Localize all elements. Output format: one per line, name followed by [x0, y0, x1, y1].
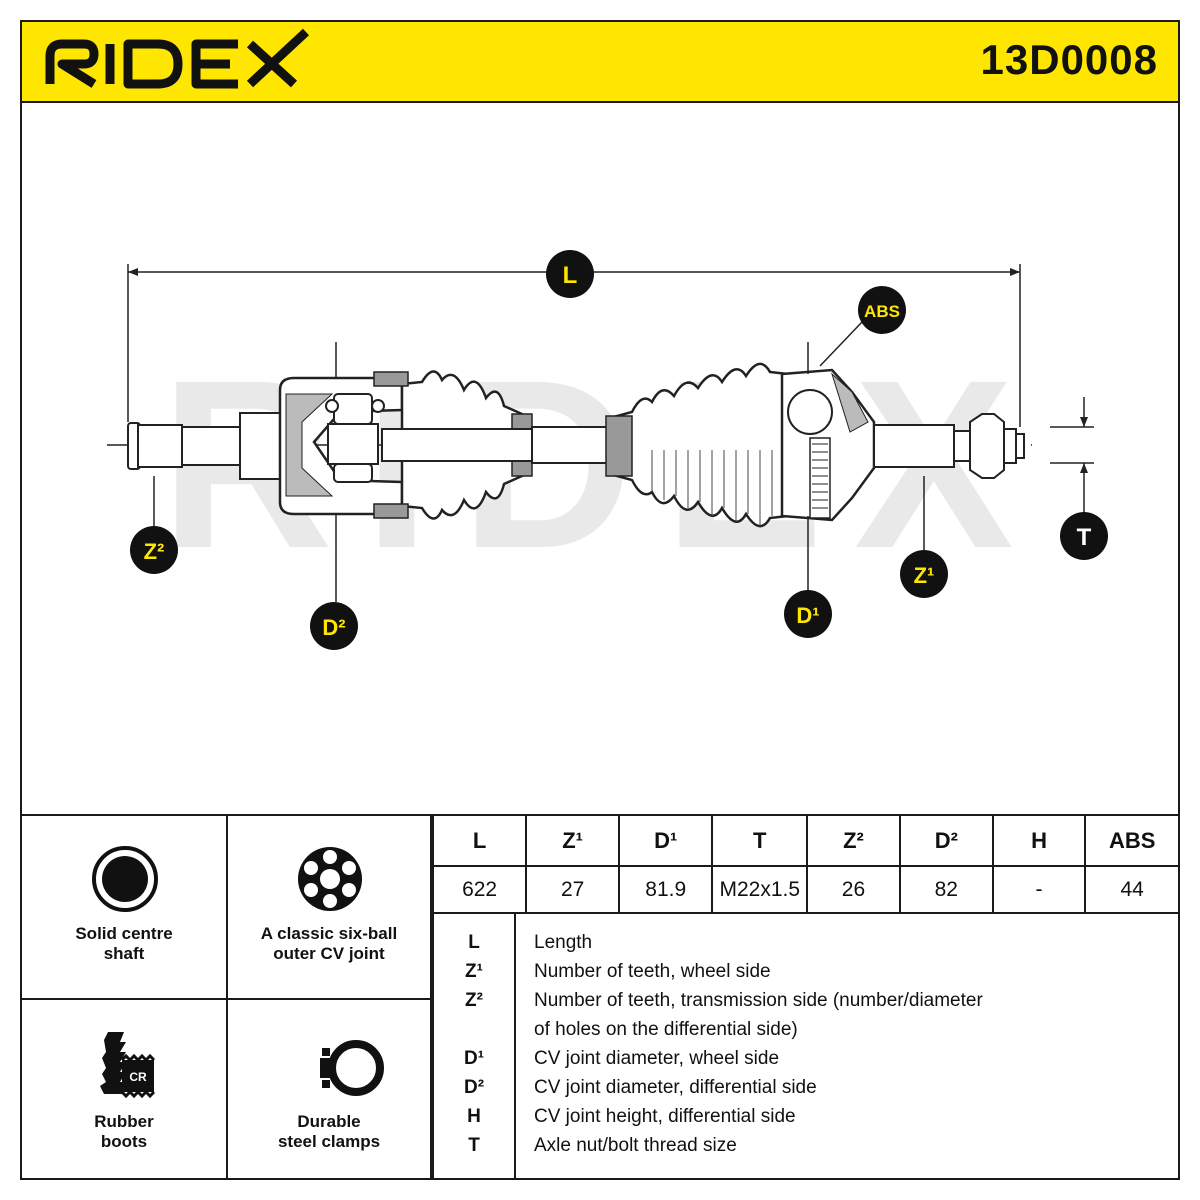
legend-row: D² CV joint diameter, differential side [434, 1073, 1178, 1102]
spec-header-z2: Z² [806, 816, 900, 867]
cr-badge-text: CR [129, 1070, 147, 1084]
feature-steel-clamps: Durable steel clamps [228, 1000, 432, 1178]
rubber-boot-cr-icon: CR [100, 1032, 156, 1099]
inner-boot-clamp-top [373, 371, 409, 387]
six-ball-cv-joint-icon [298, 847, 362, 911]
callout-d1-circle [784, 590, 832, 638]
callout-abs-circle [858, 286, 906, 334]
abs-ring-teeth [812, 443, 828, 509]
spec-header-t: T [711, 816, 808, 867]
legend-text: Axle nut/bolt thread size [534, 1135, 737, 1156]
callout-abs: ABS [864, 302, 900, 321]
callout-t-circle [1060, 512, 1108, 560]
spec-header-d1: D¹ [618, 816, 713, 867]
spec-value-l: 622 [431, 866, 527, 914]
legend-text: CV joint diameter, differential side [534, 1077, 817, 1098]
callout-d2: D² [322, 615, 345, 640]
spec-value-z1: 27 [525, 866, 620, 914]
feature-solid-shaft: Solid centre shaft [22, 816, 228, 1000]
legend-symbol: Z¹ [465, 961, 483, 982]
spec-header-h: H [991, 816, 1086, 867]
spec-value-d2: 82 [898, 866, 993, 914]
callout-z2-circle [130, 526, 178, 574]
spec-value-abs: 44 [1084, 866, 1178, 914]
feature-label: Durable steel clamps [277, 1112, 381, 1151]
inner-boot-clamp-bottom [373, 503, 409, 519]
callout-z1: Z¹ [914, 563, 935, 588]
spec-value-t: M22x1.5 [711, 866, 808, 914]
cv-ball [787, 389, 833, 435]
callout-d1: D¹ [796, 603, 819, 628]
spec-header-d2: D² [898, 816, 993, 867]
ridex-logo [45, 28, 310, 89]
spec-table: L Z¹ D¹ T Z² D² H ABS 622 27 81.9 M22x1.… [431, 816, 1178, 914]
legend-row: H CV joint height, differential side [434, 1102, 1178, 1131]
feature-label: Solid centre shaft [75, 924, 173, 963]
right-stub-shaft [873, 413, 1025, 479]
legend-row: Z² Number of teeth, transmission side (n… [434, 986, 1178, 1015]
callout-l-circle [546, 250, 594, 298]
feature-rubber-boots: CR Rubber boots [22, 1000, 228, 1178]
spec-value-d1: 81.9 [618, 866, 713, 914]
spec-header-row: L Z¹ D¹ T Z² D² H ABS [431, 816, 1178, 867]
spec-header-l: L [431, 816, 527, 867]
legend-text: Length [534, 932, 593, 953]
callout-z1-circle [900, 550, 948, 598]
part-number: 13D0008 [980, 36, 1158, 83]
feature-six-ball-joint: A classic six-ball outer CV joint [228, 816, 432, 1000]
outer-boot-hatch [651, 450, 773, 526]
spec-value-h: - [991, 866, 1086, 914]
legend-row: L Length [434, 928, 1178, 957]
legend-text: of holes on the differential side) [534, 1019, 798, 1040]
feature-label: Rubber boots [94, 1112, 154, 1151]
steel-clamp-icon [320, 1040, 384, 1096]
abs-leader [819, 321, 863, 367]
left-stub-shaft [127, 412, 281, 480]
feature-label: A classic six-ball outer CV joint [260, 924, 398, 963]
spec-header-abs: ABS [1084, 816, 1178, 867]
legend-row: of holes on the differential side) [434, 1015, 1178, 1044]
t-arrowheads [1080, 417, 1088, 473]
legend-symbol: H [467, 1106, 481, 1127]
header-bar: 13D0008 [22, 22, 1178, 103]
legend-row: Z¹ Number of teeth, wheel side [434, 957, 1178, 986]
callout-z2: Z² [144, 539, 165, 564]
drive-shaft-diagram: RIDEX [107, 250, 1108, 650]
inner-housing-section [285, 393, 334, 497]
legend-symbol: D¹ [463, 1048, 485, 1069]
legend-row: D¹ CV joint diameter, wheel side [434, 1044, 1178, 1073]
spec-value-row: 622 27 81.9 M22x1.5 26 82 - 44 [431, 866, 1178, 914]
legend-divider [514, 914, 516, 1178]
solid-centre-shaft-icon [92, 846, 158, 912]
callout-t: T [1077, 524, 1092, 551]
main-shaft [381, 426, 613, 464]
callout-l: L [563, 262, 578, 289]
legend-row: T Axle nut/bolt thread size [434, 1131, 1178, 1160]
legend-symbol: L [468, 932, 480, 953]
legend-symbol: T [468, 1135, 480, 1156]
legend-text: CV joint diameter, wheel side [534, 1048, 780, 1069]
abs-ring [809, 437, 831, 519]
legend: L Length Z¹ Number of teeth, wheel side … [432, 914, 1178, 1178]
outer-joint-section [830, 372, 869, 433]
legend-symbol: Z² [465, 990, 483, 1011]
spec-header-z1: Z¹ [525, 816, 620, 867]
product-sheet: 13D0008 RIDEX [20, 20, 1180, 1180]
tripod-bearing [325, 393, 385, 483]
callout-d2-circle [310, 602, 358, 650]
legend-text: CV joint height, differential side [534, 1106, 796, 1127]
specifications-section: Solid centre shaft A classic six-ball ou… [22, 814, 1178, 1178]
legend-text: Number of teeth, transmission side (numb… [534, 990, 983, 1011]
legend-text: Number of teeth, wheel side [534, 961, 771, 982]
outer-boot-clamp-small [605, 415, 633, 477]
spec-value-z2: 26 [806, 866, 900, 914]
legend-symbol: D² [463, 1077, 485, 1098]
